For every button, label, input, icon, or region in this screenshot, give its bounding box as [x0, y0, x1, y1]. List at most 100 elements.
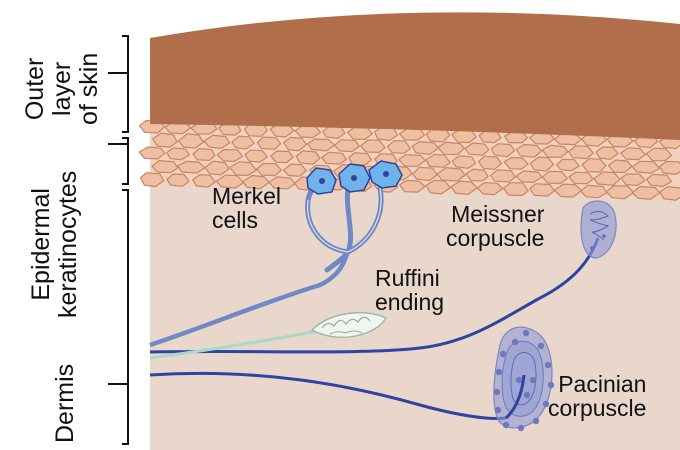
keratinocyte-cell — [489, 169, 516, 183]
pacinian-granule — [494, 406, 502, 414]
keratinocyte-cell — [659, 160, 680, 176]
keratinocyte-cell — [425, 153, 451, 168]
pacinian-granule — [499, 350, 507, 358]
keratinocyte-cell — [165, 147, 191, 161]
meissner-nerve — [149, 237, 600, 354]
pacinian-granule — [537, 342, 545, 350]
keratinocyte-cell — [177, 133, 205, 149]
keratinocyte-cell — [151, 132, 178, 148]
keratinocyte-cell — [645, 173, 673, 188]
keratinocyte-cell — [659, 185, 680, 201]
dermis-bracket — [108, 189, 129, 445]
keratinocyte-cell — [476, 182, 504, 196]
ruffini-ending — [310, 312, 387, 338]
keratinocyte-cell — [282, 136, 308, 152]
keratinocyte-cell — [228, 161, 258, 177]
pacinian-granule — [517, 424, 525, 432]
pacinian-granule — [532, 417, 540, 425]
pacinian-granule — [493, 388, 501, 396]
keratinocyte-cell — [138, 146, 166, 160]
merkel-branches-inner — [307, 187, 382, 253]
pacinian-granule — [529, 376, 537, 384]
keratinocyte-cell — [515, 143, 543, 158]
keratinocyte-cell — [529, 156, 555, 172]
dermis-label: Dermis — [51, 363, 79, 443]
epidermal-keratinocytes-label: Epidermal keratinocytes — [27, 170, 82, 318]
ruffini-ending-label: Ruffini ending — [375, 265, 445, 315]
keratinocyte-cell — [203, 134, 231, 149]
keratinocyte-cell — [269, 150, 295, 164]
keratinocyte-cell — [529, 183, 556, 197]
keratinocyte-cell — [268, 176, 296, 190]
keratinocyte-cell — [581, 158, 607, 173]
pacinian-granule — [547, 381, 555, 389]
epidermal-bracket — [108, 137, 129, 185]
pacinian-granule — [511, 338, 519, 346]
merkel-nuclei — [319, 171, 389, 184]
keratinocyte-cell — [503, 156, 529, 170]
keratinocyte-cell — [451, 155, 477, 169]
keratinocyte-cell — [645, 147, 673, 162]
pacinian-granule — [495, 368, 503, 376]
keratinocyte-cell — [306, 138, 336, 152]
keratinocyte-cell — [464, 142, 490, 156]
keratinocyte-cell — [567, 145, 595, 160]
keratinocyte-cell — [555, 158, 581, 172]
keratinocyte-cell — [215, 174, 245, 189]
keratinocyte-cell — [553, 183, 583, 198]
keratinocyte-cell — [320, 151, 348, 165]
keratinocyte-cell — [242, 174, 271, 190]
keratinocyte-cell — [593, 171, 621, 186]
pacinian-granule — [523, 391, 531, 399]
keratinocyte-cell — [541, 144, 569, 159]
keratinocyte-cell — [605, 184, 635, 200]
keratinocyte-cell — [541, 170, 569, 185]
pacinian-corpuscle — [493, 326, 553, 429]
keratinocyte-cell — [151, 159, 179, 174]
outer-skin-bracket — [108, 35, 129, 133]
keratinocyte-cell — [282, 163, 308, 177]
keratinocyte-cell — [412, 166, 438, 182]
pacinian-granule — [522, 329, 530, 337]
keratinocyte-cell — [568, 171, 594, 185]
keratinocyte-cell — [231, 135, 255, 150]
keratinocyte-cell — [192, 147, 216, 162]
keratinocyte-cell — [204, 160, 230, 176]
keratinocyte-cell — [502, 182, 530, 197]
keratinocyte-cell — [579, 184, 608, 199]
keratinocyte-cell — [256, 136, 282, 150]
keratinocyte-cell — [607, 159, 633, 174]
pacinian-granule — [502, 421, 510, 429]
keratinocyte-cell — [255, 162, 283, 177]
keratinocyte-cell — [436, 166, 466, 182]
keratinocyte-cell — [631, 160, 661, 174]
keratinocyte-cell — [631, 185, 661, 200]
pacinian-granule — [544, 361, 552, 369]
keratinocyte-cell — [465, 168, 489, 182]
keratinocyte-cell — [436, 141, 466, 156]
keratinocyte-cell — [216, 148, 244, 163]
keratinocyte-cell — [450, 180, 479, 196]
keratinocyte-cell — [191, 173, 217, 188]
keratinocyte-cell — [490, 143, 516, 158]
keratinocyte-cell — [348, 152, 373, 166]
keratinocyte-cell — [359, 139, 386, 154]
keratinocyte-cell — [139, 172, 165, 188]
meissner-corpuscle-label: Meissner corpuscle — [446, 201, 545, 251]
merkel-nerve — [149, 249, 351, 348]
pacinian-granules — [493, 329, 555, 432]
keratinocyte-cell — [477, 155, 503, 170]
keratinocyte-cell — [425, 179, 452, 195]
keratinocyte-cell — [515, 170, 543, 184]
keratinocyte-cell — [411, 140, 440, 155]
keratinocyte-cell — [595, 146, 619, 161]
pacinian-granule — [515, 376, 523, 384]
ruffini-nerve — [149, 329, 319, 360]
pacinian-corpuscle-label: Pacinian corpuscle — [548, 371, 647, 421]
keratinocyte-cell — [619, 147, 647, 161]
outer-skin-layer — [150, 12, 680, 141]
keratinocyte-cell — [176, 160, 206, 174]
keratinocyte-cell — [166, 173, 190, 187]
keratinocyte-cell — [333, 139, 361, 153]
